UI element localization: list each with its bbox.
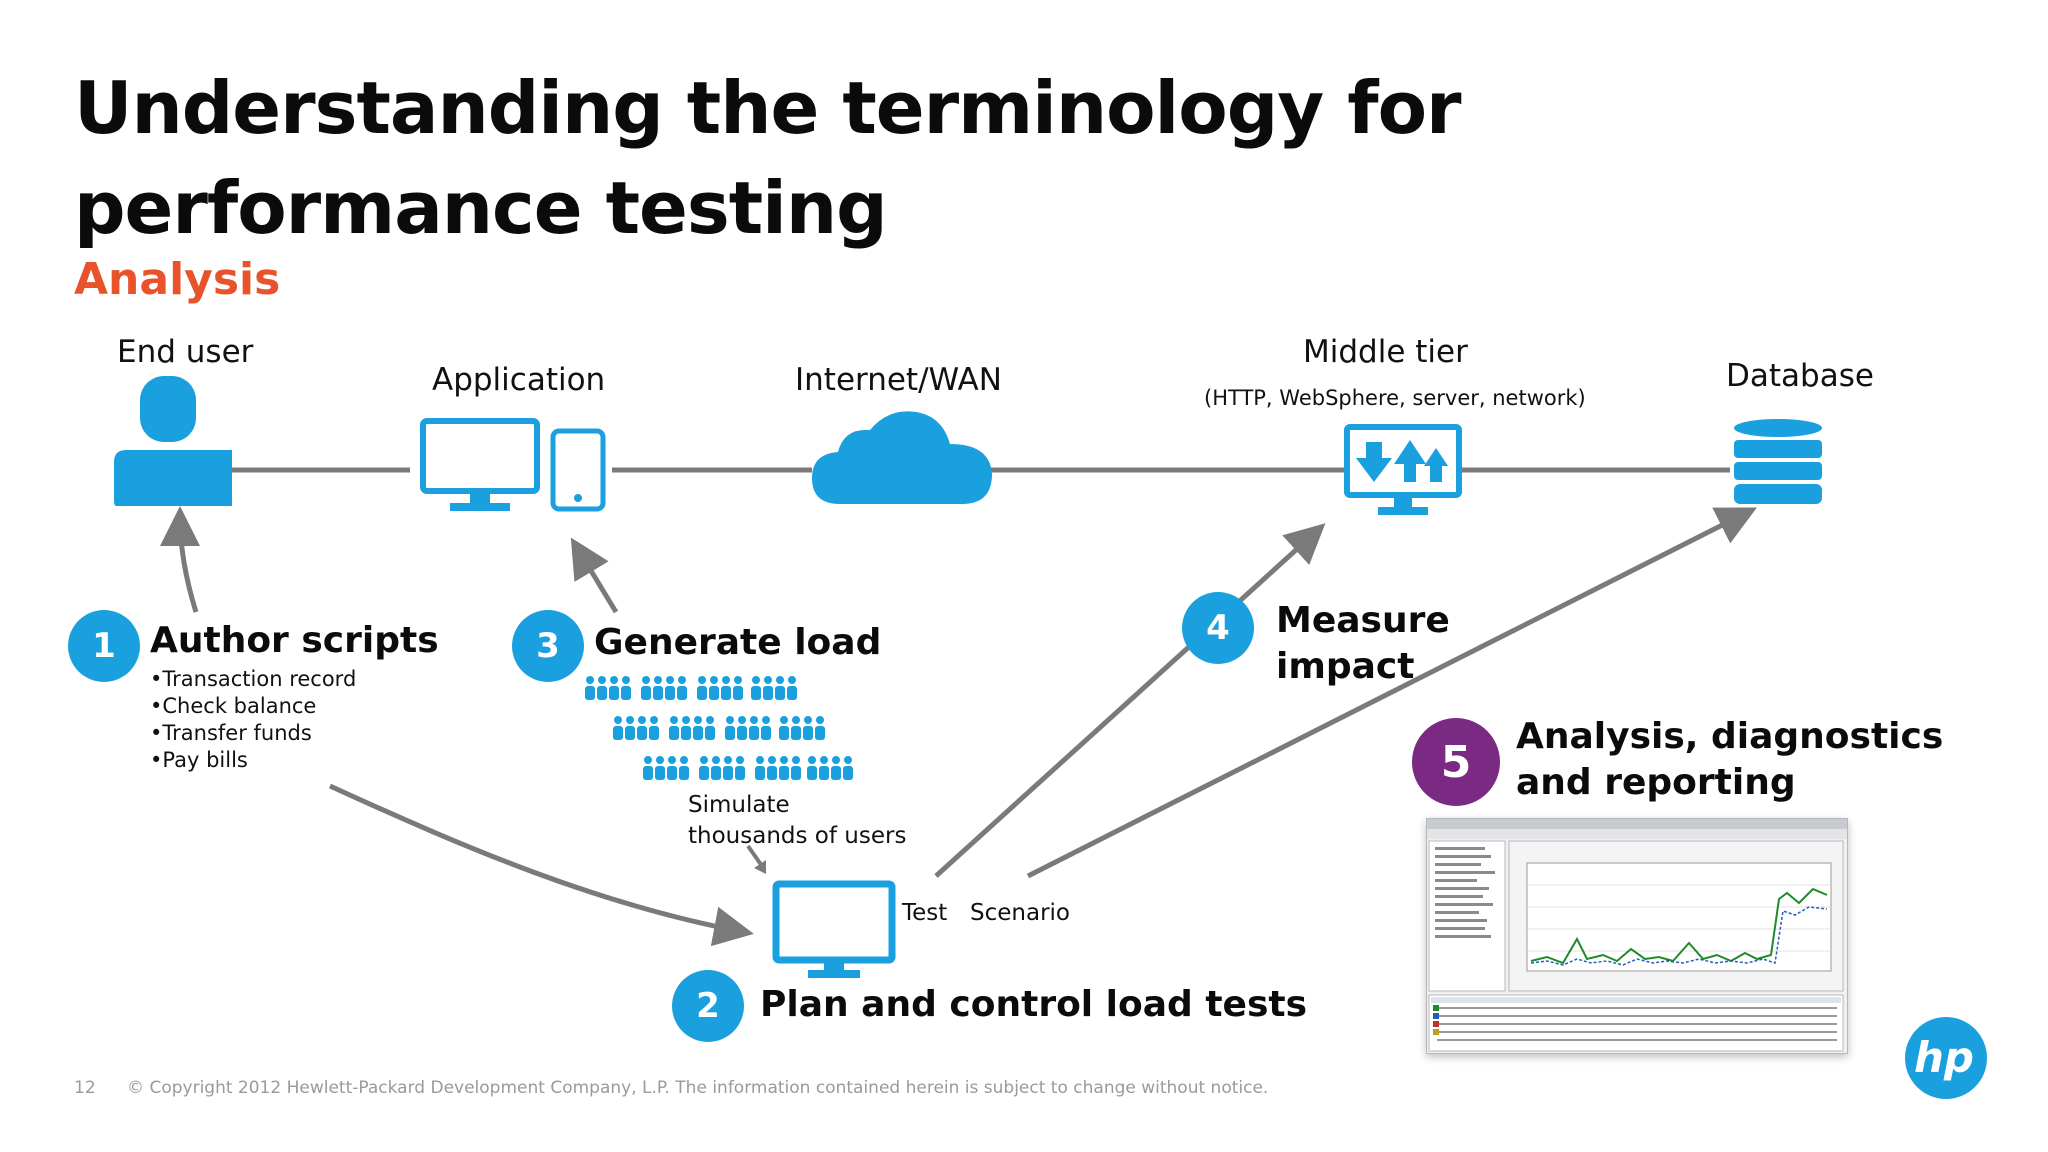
step-3-title: Generate load — [594, 622, 882, 663]
step-2-title: Plan and control load tests — [760, 984, 1308, 1025]
arrow-crowd-to-test — [746, 844, 766, 874]
monitor-arrows-icon — [1344, 424, 1462, 515]
step-4-title: Measure impact — [1276, 598, 1450, 690]
step-1-bullets: Transaction record Check balance Transfe… — [150, 666, 356, 774]
hp-logo-icon: hp — [1905, 1017, 1987, 1099]
scenario-label: Scenario — [970, 900, 1070, 926]
step-5-title: Analysis, diagnostics and reporting — [1516, 714, 1943, 806]
step-4-badge: 4 — [1182, 592, 1254, 664]
desktop-icon — [420, 418, 540, 511]
step-4-title-line-2: impact — [1276, 646, 1415, 687]
database-icon — [1734, 419, 1822, 504]
footer: 12 © Copyright 2012 Hewlett-Packard Deve… — [74, 1078, 1268, 1098]
title-line-1: Understanding the terminology for — [74, 66, 1462, 150]
arrow-test-to-middle — [934, 523, 1326, 878]
bullet-item: Check balance — [150, 693, 356, 720]
page-number: 12 — [74, 1078, 96, 1098]
cloud-icon — [812, 411, 992, 504]
test-label: Test — [902, 900, 948, 926]
step-5-title-line-1: Analysis, diagnostics — [1516, 716, 1944, 757]
monitor-icon — [772, 880, 896, 978]
slide-subtitle: Analysis — [74, 254, 281, 305]
bullet-item: Transfer funds — [150, 720, 356, 747]
analysis-screenshot-image — [1427, 819, 1847, 1052]
bullet-item: Transaction record — [150, 666, 356, 693]
end-user-label: End user — [117, 334, 254, 370]
copyright-notice: © Copyright 2012 Hewlett-Packard Develop… — [127, 1078, 1269, 1098]
analysis-screenshot — [1426, 818, 1848, 1054]
arrow-author-to-test — [328, 783, 754, 947]
simulate-caption: Simulate thousands of users — [688, 790, 906, 852]
crowd-icon — [580, 672, 860, 790]
internet-label: Internet/WAN — [795, 362, 1002, 398]
tablet-icon — [550, 428, 606, 512]
person-icon — [114, 376, 232, 506]
middle-tier-label: Middle tier — [1303, 334, 1468, 370]
simulate-caption-line-2: thousands of users — [688, 823, 907, 849]
step-2-badge: 2 — [672, 970, 744, 1042]
title-line-2: performance testing — [74, 166, 888, 250]
application-label: Application — [432, 362, 606, 398]
step-1-badge: 1 — [68, 610, 140, 682]
arrow-author-to-user — [160, 506, 201, 613]
arrow-test-to-db — [1026, 507, 1757, 879]
simulate-caption-line-1: Simulate — [688, 792, 790, 818]
step-5-badge: 5 — [1412, 718, 1500, 806]
step-5-title-line-2: and reporting — [1516, 762, 1796, 803]
database-label: Database — [1726, 358, 1874, 394]
bullet-item: Pay bills — [150, 747, 356, 774]
step-1-title: Author scripts — [150, 620, 439, 661]
middle-tier-detail: (HTTP, WebSphere, server, network) — [1204, 386, 1586, 410]
arrow-load-to-app — [570, 537, 619, 614]
slide-title: Understanding the terminology for perfor… — [74, 58, 1474, 258]
hp-logo-text: hp — [1914, 1033, 1974, 1082]
step-4-title-line-1: Measure — [1276, 600, 1450, 641]
step-3-badge: 3 — [512, 610, 584, 682]
